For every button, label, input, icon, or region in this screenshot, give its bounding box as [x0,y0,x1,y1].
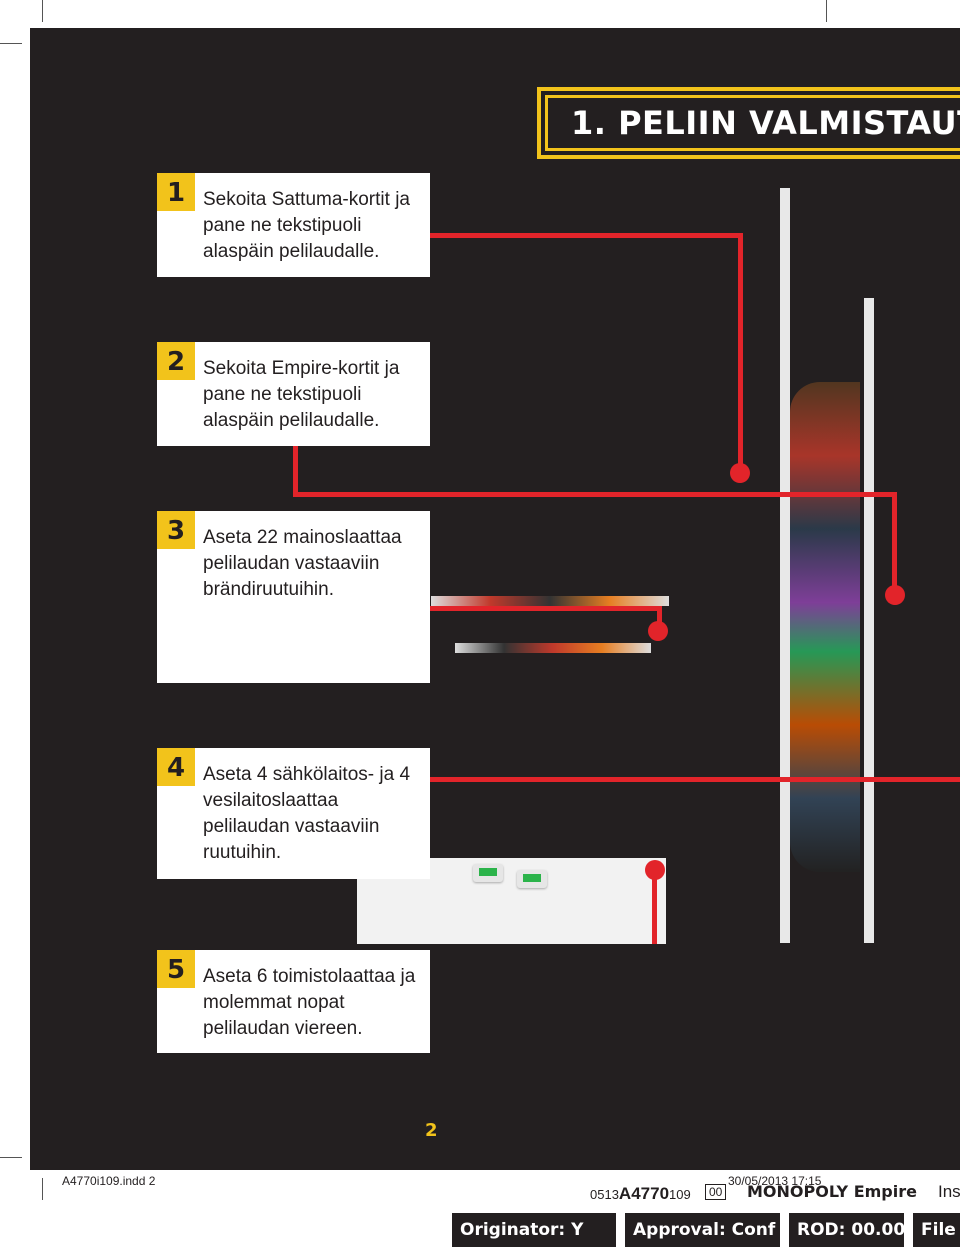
board-photo-strip [790,382,860,872]
slug-code-box: 00 [705,1184,727,1200]
tiles-photo-bottom [455,643,651,653]
connector-line-2 [293,492,897,497]
title-inner-border [545,95,960,151]
step-1-number: 1 [157,173,195,211]
step-5-number: 5 [157,950,195,988]
section-title: 1. PELIIN VALMISTAUTU [571,104,960,142]
connector-line-3 [657,606,662,624]
crop-mark [826,0,827,22]
step-4: 4 Aseta 4 sähkölaitos- ja 4 vesilaitosla… [157,748,430,879]
slug-ins: Ins [938,1182,960,1201]
crop-mark [42,1178,43,1200]
utility-tile-1 [473,864,503,882]
step-3: 3 Aseta 22 mainoslaattaa pelilaudan vast… [157,511,430,683]
connector-line-4 [430,777,960,782]
connector-line-1 [738,233,743,468]
board-photo-right-edge [864,298,874,943]
step-2-text: Sekoita Empire-kortit ja pane ne tekstip… [203,358,400,431]
crop-mark [0,1157,22,1158]
crop-mark [0,43,22,44]
section-title-box: 1. PELIIN VALMISTAUTU [537,87,960,159]
utility-tile-2 [517,870,547,888]
slug-code-main: A4770 [618,1184,670,1203]
crop-mark [42,0,43,22]
connector-line-3 [430,606,662,611]
slug-brand: MONOPOLY Empire [747,1182,917,1201]
connector-dot-1 [730,463,750,483]
slug-filename: A4770i109.indd 2 [62,1174,156,1188]
step-3-number: 3 [157,511,195,549]
step-2: 2 Sekoita Empire-kortit ja pane ne tekst… [157,342,430,446]
connector-dot-2 [885,585,905,605]
board-photo-left-edge [780,188,790,943]
step-3-text: Aseta 22 mainoslaattaa pelilaudan vastaa… [203,527,402,600]
tag-rod: ROD: 00.00 [789,1213,904,1247]
tiles-photo-top [431,596,669,606]
tag-file: File N [913,1213,960,1247]
tag-approval: Approval: Conf [625,1213,780,1247]
connector-line-2 [293,446,298,496]
step-4-number: 4 [157,748,195,786]
connector-line-2 [892,492,897,592]
page-number: 2 [425,1120,438,1141]
tag-originator: Originator: Y [452,1213,616,1247]
step-4-text: Aseta 4 sähkölaitos- ja 4 vesilaitoslaat… [203,764,411,863]
slug-code-suffix: 109 [669,1187,691,1202]
step-1-text: Sekoita Sattuma-kortit ja pane ne teksti… [203,189,410,262]
connector-dot-5 [645,860,665,880]
connector-line-5 [652,870,657,944]
step-2-number: 2 [157,342,195,380]
slug-date: 30/05/2013 17:15 [728,1174,822,1188]
slug-code-prefix: 0513 [590,1187,619,1202]
connector-dot-3 [648,621,668,641]
step-5: 5 Aseta 6 toimistolaattaa ja molemmat no… [157,950,430,1053]
connector-line-1 [430,233,743,238]
step-1: 1 Sekoita Sattuma-kortit ja pane ne teks… [157,173,430,277]
step-5-text: Aseta 6 toimistolaattaa ja molemmat nopa… [203,966,416,1039]
slug-code: 0513A4770109 [590,1184,691,1204]
